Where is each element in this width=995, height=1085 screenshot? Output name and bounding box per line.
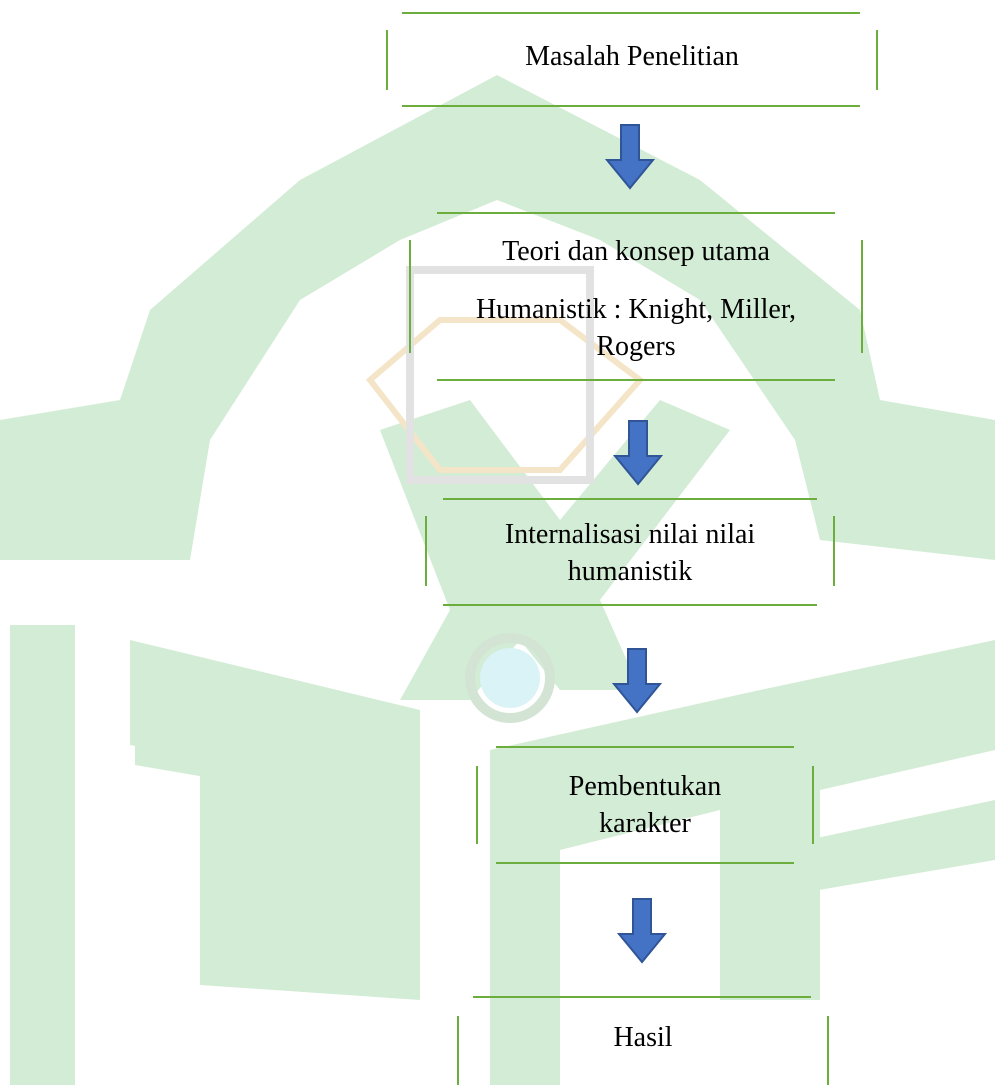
node-label-line: Pembentukan — [568, 771, 722, 802]
box-bottom-border — [496, 862, 794, 864]
box-top-border — [437, 212, 835, 214]
arrow-down-icon — [612, 648, 662, 714]
box-right-border — [812, 766, 814, 844]
box-bottom-border — [443, 604, 817, 606]
node-label-line: karakter — [599, 808, 691, 839]
box-right-border — [833, 516, 835, 586]
flow-arrow-1 — [605, 124, 655, 190]
node-label-line: Humanistik : Knight, Miller, — [475, 294, 797, 325]
node-internalisasi: Internalisasi nilai nilai humanistik — [425, 498, 835, 606]
flow-arrow-3 — [612, 648, 662, 714]
node-label-line: Rogers — [596, 331, 676, 362]
box-right-border — [861, 240, 863, 353]
arrow-down-icon — [613, 420, 663, 486]
watermark-ring — [465, 633, 555, 723]
box-right-border — [876, 30, 878, 90]
watermark-left-leaf — [130, 640, 420, 1000]
watermark-left-band — [135, 720, 340, 800]
watermark-arch — [0, 75, 995, 560]
box-top-border — [496, 746, 794, 748]
flow-arrow-4 — [617, 898, 667, 964]
watermark-left-pillar — [10, 625, 75, 1085]
box-left-border — [425, 516, 427, 586]
box-left-border — [476, 766, 478, 844]
node-label-line: Masalah Penelitian — [525, 41, 739, 72]
box-bottom-border — [402, 105, 860, 107]
node-label: Hasil — [457, 996, 829, 1085]
watermark-dot — [480, 648, 540, 708]
box-left-border — [386, 30, 388, 90]
box-top-border — [473, 996, 811, 998]
node-label-line: humanistik — [567, 556, 693, 587]
node-label-line: Internalisasi nilai nilai — [504, 519, 756, 550]
node-teori-konsep: Teori dan konsep utama Humanistik : Knig… — [409, 212, 863, 381]
box-top-border — [443, 498, 817, 500]
node-masalah-penelitian: Masalah Penelitian — [386, 12, 878, 107]
node-hasil: Hasil — [457, 996, 829, 1085]
box-left-border — [409, 240, 411, 353]
box-right-border — [827, 1016, 829, 1085]
box-bottom-border — [437, 379, 835, 381]
node-label-line: Teori dan konsep utama — [502, 236, 770, 267]
watermark-right-band — [760, 800, 995, 900]
node-label-line: Hasil — [613, 1022, 673, 1053]
node-pembentukan: Pembentukan karakter — [476, 746, 814, 864]
node-label: Masalah Penelitian — [386, 12, 878, 107]
arrow-down-icon — [617, 898, 667, 964]
node-label: Pembentukan karakter — [476, 746, 814, 864]
arrow-down-icon — [605, 124, 655, 190]
node-label: Internalisasi nilai nilai humanistik — [425, 498, 835, 606]
flow-arrow-2 — [613, 420, 663, 486]
node-label: Teori dan konsep utama Humanistik : Knig… — [409, 212, 863, 381]
watermark-mosque-base — [406, 266, 594, 484]
box-top-border — [402, 12, 860, 14]
box-left-border — [457, 1016, 459, 1085]
